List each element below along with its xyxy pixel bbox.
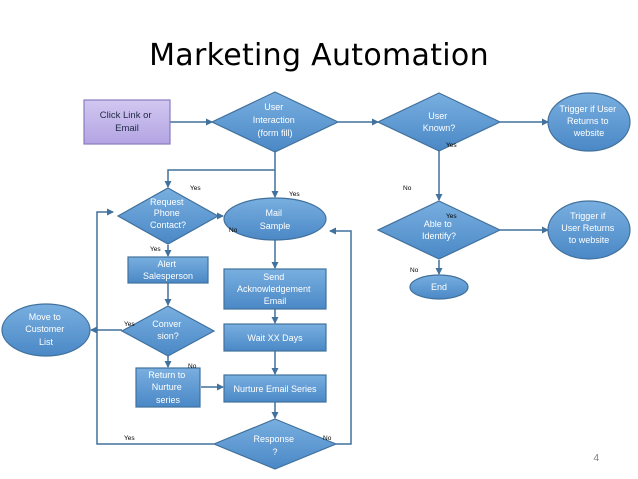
- user-known-line-2: Known?: [423, 123, 456, 133]
- request-phone-text: Request Phone Contact?: [150, 197, 186, 230]
- edge-response-yes-loop: [96, 208, 214, 445]
- edge-label-conversion-yes: Yes: [124, 321, 135, 328]
- return-nurture-box: [135, 367, 201, 408]
- move-customer-ellipse: [1, 303, 91, 357]
- nurture-series-text: Nurture Email Series: [233, 384, 317, 394]
- send-ack-line-3: Email: [264, 296, 287, 306]
- slide-title: Marketing Automation: [149, 38, 489, 73]
- move-customer-line-1: Move to: [29, 312, 61, 322]
- return-nurture-text: Return to Nurture series: [148, 370, 188, 405]
- return-nurture-line-2: Nurture: [152, 382, 182, 392]
- end-text: End: [431, 282, 447, 292]
- wait-days-box: [223, 323, 327, 352]
- user-interaction-line-2: Interaction: [253, 115, 295, 125]
- edge-label-alert-yes: Yes: [150, 246, 161, 253]
- user-interaction-line-1: User: [264, 102, 283, 112]
- edge-label-response-yes: Yes: [124, 435, 135, 442]
- user-known-line-1: User: [428, 111, 447, 121]
- trigger-returns-2-line-1: Trigger if: [570, 211, 606, 221]
- able-identify-line-2: Identify?: [422, 231, 456, 241]
- mail-sample-line-2: Sample: [260, 221, 291, 231]
- move-customer-text: Move to Customer List: [25, 312, 67, 347]
- mail-sample-text: Mail Sample: [260, 208, 291, 231]
- trigger-returns-text: Trigger if User Returns to website: [559, 104, 618, 138]
- trigger-returns-line-3: website: [573, 128, 605, 138]
- user-interaction-diamond: [210, 91, 340, 153]
- send-ack-line-1: Send: [263, 272, 284, 282]
- conversion-diamond: [120, 305, 216, 357]
- able-identify-text: Able to Identify?: [422, 219, 456, 241]
- wait-days-text: Wait XX Days: [247, 333, 303, 343]
- trigger-returns-2-text: Trigger if User Returns to website: [561, 211, 617, 245]
- trigger-returns-ellipse: [547, 92, 631, 152]
- move-customer-line-2: Customer: [25, 324, 64, 334]
- trigger-returns-2-line-3: to website: [569, 235, 610, 245]
- conversion-line-2: sion?: [157, 331, 179, 341]
- nurture-series-box: [223, 374, 327, 403]
- edge-label-response-no: No: [323, 435, 332, 442]
- conversion-line-1: Conver: [152, 319, 181, 329]
- nurture-series-line-1: Nurture Email Series: [233, 384, 317, 394]
- edge-label-identify-no: No: [410, 267, 419, 274]
- mail-sample-ellipse: [223, 197, 327, 241]
- edge-response-no-loop: [329, 227, 352, 445]
- click-link-line-2: Email: [115, 123, 139, 134]
- user-known-diamond: [376, 92, 502, 152]
- able-identify-line-1: Able to: [424, 219, 452, 229]
- end-ellipse: [409, 274, 469, 300]
- edge-label-identify-yes: Yes: [446, 213, 457, 220]
- move-customer-line-3: List: [39, 337, 54, 347]
- alert-salesperson-text: Alert Salesperson: [143, 259, 193, 281]
- user-known-text: User Known?: [423, 111, 456, 133]
- alert-salesperson-line-1: Alert: [157, 259, 176, 269]
- trigger-returns-line-2: Returns to: [567, 116, 609, 126]
- able-identify-diamond: [376, 200, 502, 260]
- trigger-returns-2-ellipse: [547, 200, 631, 260]
- click-link-text: Click Link or Email: [100, 110, 154, 134]
- request-phone-line-1: Request: [150, 197, 184, 207]
- send-ack-box: [223, 268, 327, 310]
- alert-salesperson-line-2: Salesperson: [143, 271, 193, 281]
- edge-label-conversion-no: No: [188, 363, 197, 370]
- edge-label-request-no: No: [229, 227, 238, 234]
- request-phone-line-2: Phone: [154, 208, 180, 218]
- request-phone-diamond: [116, 187, 220, 245]
- click-link-line-1: Click Link or: [100, 110, 152, 121]
- response-line-2: ?: [272, 447, 277, 457]
- send-ack-line-2: Acknowledgement: [237, 284, 311, 294]
- wait-days-line-1: Wait XX Days: [247, 333, 303, 343]
- return-nurture-line-1: Return to: [148, 370, 185, 380]
- mail-sample-line-1: Mail: [265, 208, 282, 218]
- edge-label-known-yes: Yes: [446, 142, 457, 149]
- end-line-1: End: [431, 282, 447, 292]
- request-phone-line-3: Contact?: [150, 220, 186, 230]
- user-interaction-text: User Interaction (form fill): [253, 102, 298, 138]
- trigger-returns-line-1: Trigger if User: [559, 104, 616, 114]
- conversion-text: Conver sion?: [152, 319, 184, 341]
- alert-salesperson-box: [127, 256, 209, 284]
- edge-label-interaction-yes: Yes: [289, 191, 300, 198]
- click-link-box: [83, 99, 171, 145]
- user-interaction-line-3: (form fill): [258, 128, 293, 138]
- response-line-1: Response: [253, 434, 294, 444]
- response-text: Response ?: [253, 434, 296, 457]
- page-number: 4: [593, 453, 599, 464]
- edge-interaction-to-request: [164, 169, 275, 188]
- response-diamond: [212, 418, 338, 470]
- return-nurture-line-3: series: [156, 395, 181, 405]
- edge-label-request-yes: Yes: [190, 185, 201, 192]
- trigger-returns-2-line-2: User Returns: [561, 223, 615, 233]
- edge-label-known-no: No: [403, 185, 412, 192]
- send-ack-text: Send Acknowledgement Email: [237, 272, 313, 306]
